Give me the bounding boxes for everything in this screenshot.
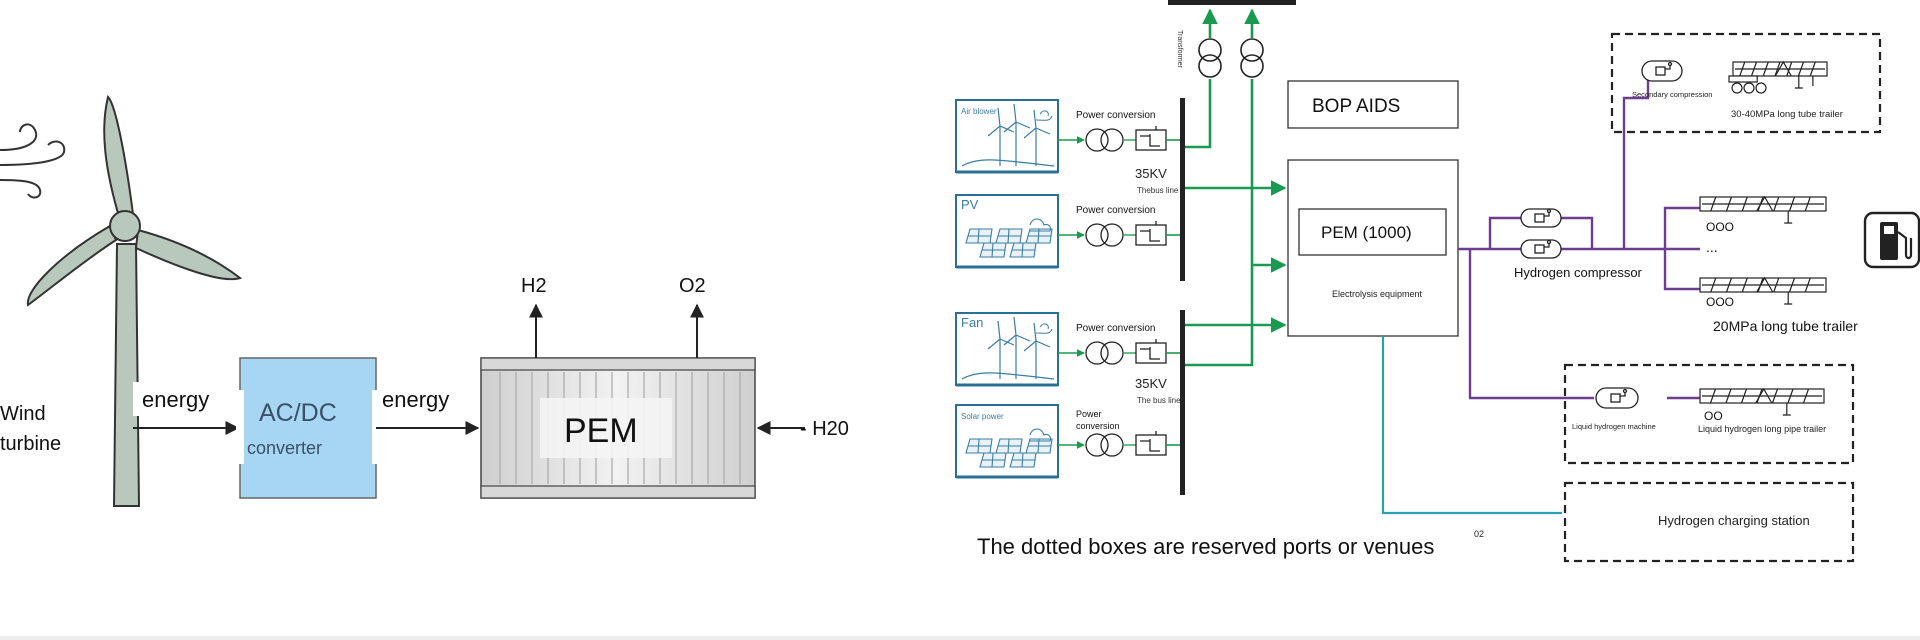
source-label-1: Air blower [961,107,997,116]
power-conversion-icon [1085,126,1180,152]
bus-upper-label: Thebus line [1137,186,1179,195]
bop-label: BOP AIDS [1312,96,1400,117]
liquid-machine-label: Liquid hydrogen machine [1572,422,1656,431]
trailer-30-40mpa-icon [1728,60,1828,94]
energy-label-1: energy [142,387,209,412]
secondary-compressor-icon [1641,60,1683,82]
energy-label-2: energy [382,387,449,412]
power-conversion-label-2: conversion [1076,421,1120,431]
wind-turbine-label-line1: Wind [0,403,46,425]
liquid-trailer-wheels: OO [1704,409,1723,423]
power-conversion-icon [1085,431,1180,457]
o2-output-label: 02 [1474,529,1484,539]
left-diagram: Wind turbine energy AC/DC converter ener… [0,95,849,507]
converter-title: AC/DC [259,399,337,427]
grid-connection-bar [1168,0,1296,5]
trailer-wheels-1: OOO [1706,220,1734,234]
liquid-trailer-label-line: Liquid hydrogen long pipe trailer [1698,424,1826,434]
transformer-icon-1 [1198,38,1222,78]
tube-trailer-icon-1 [1699,195,1827,224]
source-label-3: Fan [961,315,983,330]
acdc-converter-box [239,357,377,499]
converter-subtitle: converter [247,438,322,458]
charging-station-label: Hydrogen charging station [1658,513,1810,528]
electrolysis-label: Electrolysis equipment [1332,289,1423,299]
bus-upper-voltage: 35KV [1135,166,1167,181]
wind-turbine-label-line2: turbine [0,433,61,455]
wind-generator-icon [961,316,1055,380]
o2-output-line [1381,336,1562,515]
source-tile-4: Solar power Power conversion [955,404,1180,479]
right-diagram: Transformer 35KV Thebus line 35KV The bu… [955,0,1920,563]
pem-electrolyser [480,357,756,499]
tube-trailer-icon-2 [1699,276,1827,305]
power-conversion-label: Power [1076,409,1102,419]
pem-unit-box [1298,208,1447,256]
bop-box [1287,80,1459,129]
converter-white-notch-1 [236,390,244,464]
footnote: The dotted boxes are reserved ports or v… [977,534,1434,559]
bus-line-upper [1180,98,1185,281]
hydrogen-compressor-icon-1 [1520,208,1562,228]
source-label-2: PV [961,197,979,212]
power-conversion-icon [1085,221,1180,247]
liquid-hydrogen-dashed-box [1563,363,1855,465]
compressor-label: Hydrogen compressor [1514,265,1643,280]
solar-panel-icon [965,428,1053,468]
transformer-icon-2 [1240,38,1264,78]
power-conversion-label: Power conversion [1076,205,1155,216]
h2o-label: - H20 [800,418,849,440]
trailer-20-label: 20MPa long tube trailer [1713,318,1858,334]
trailer-30-40-label: 30-40MPa long tube trailer [1731,109,1843,120]
secondary-compression-label: Secondary compression [1632,90,1712,99]
wind-gust-icon [0,123,66,199]
green-power-lines [1185,8,1287,367]
fuel-station-icon [1863,211,1920,269]
power-conversion-label: Power conversion [1076,323,1155,334]
solar-panel-icon [965,218,1053,258]
bus-lower-voltage: 35KV [1135,376,1167,391]
source-tile-2: PV Power conversion [955,194,1180,269]
trailer-wheels-2: OOO [1706,295,1734,309]
trailer-ellipsis: ... [1706,239,1718,255]
hydrogen-lines [1458,74,1700,400]
source-label-4: Solar power [961,412,1004,421]
wind-turbine-icon [26,95,243,507]
charging-station-dashed-box [1563,481,1855,563]
bus-line-lower [1180,310,1185,495]
bus-lower-label: The bus line! [1137,396,1183,405]
h2-label: H2 [521,275,547,297]
pem-label: PEM [564,412,638,450]
energy-label-bg-1 [133,382,235,416]
secondary-compression-dashed-box [1610,32,1882,134]
energy-label-bg-2 [377,382,475,416]
liquid-hydrogen-trailer-icon [1699,387,1825,416]
hydrogen-compressor-icon-2 [1520,239,1562,259]
o2-label: O2 [679,275,706,297]
power-conversion-label: Power conversion [1076,110,1155,121]
transformer-label: Transformer [1176,30,1183,69]
power-conversion-icon [1085,339,1180,365]
pem-unit-label: PEM (1000) [1321,223,1412,242]
liquid-hydrogen-machine-icon [1595,387,1639,409]
source-tile-1: Air blower Power conversion [955,99,1180,174]
wind-generator-icon [961,103,1055,167]
footer-band [0,636,1920,640]
